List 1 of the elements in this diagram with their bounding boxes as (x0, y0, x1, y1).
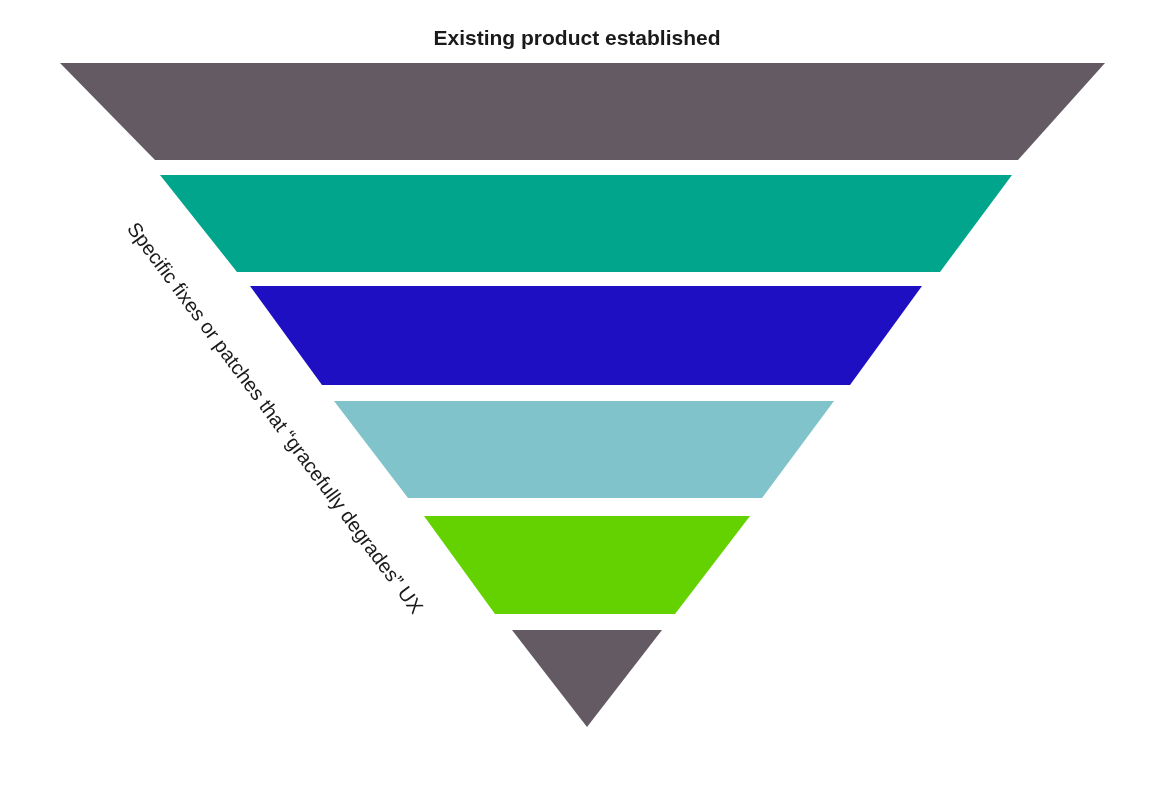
diagram-title: Existing product established (432, 26, 722, 50)
